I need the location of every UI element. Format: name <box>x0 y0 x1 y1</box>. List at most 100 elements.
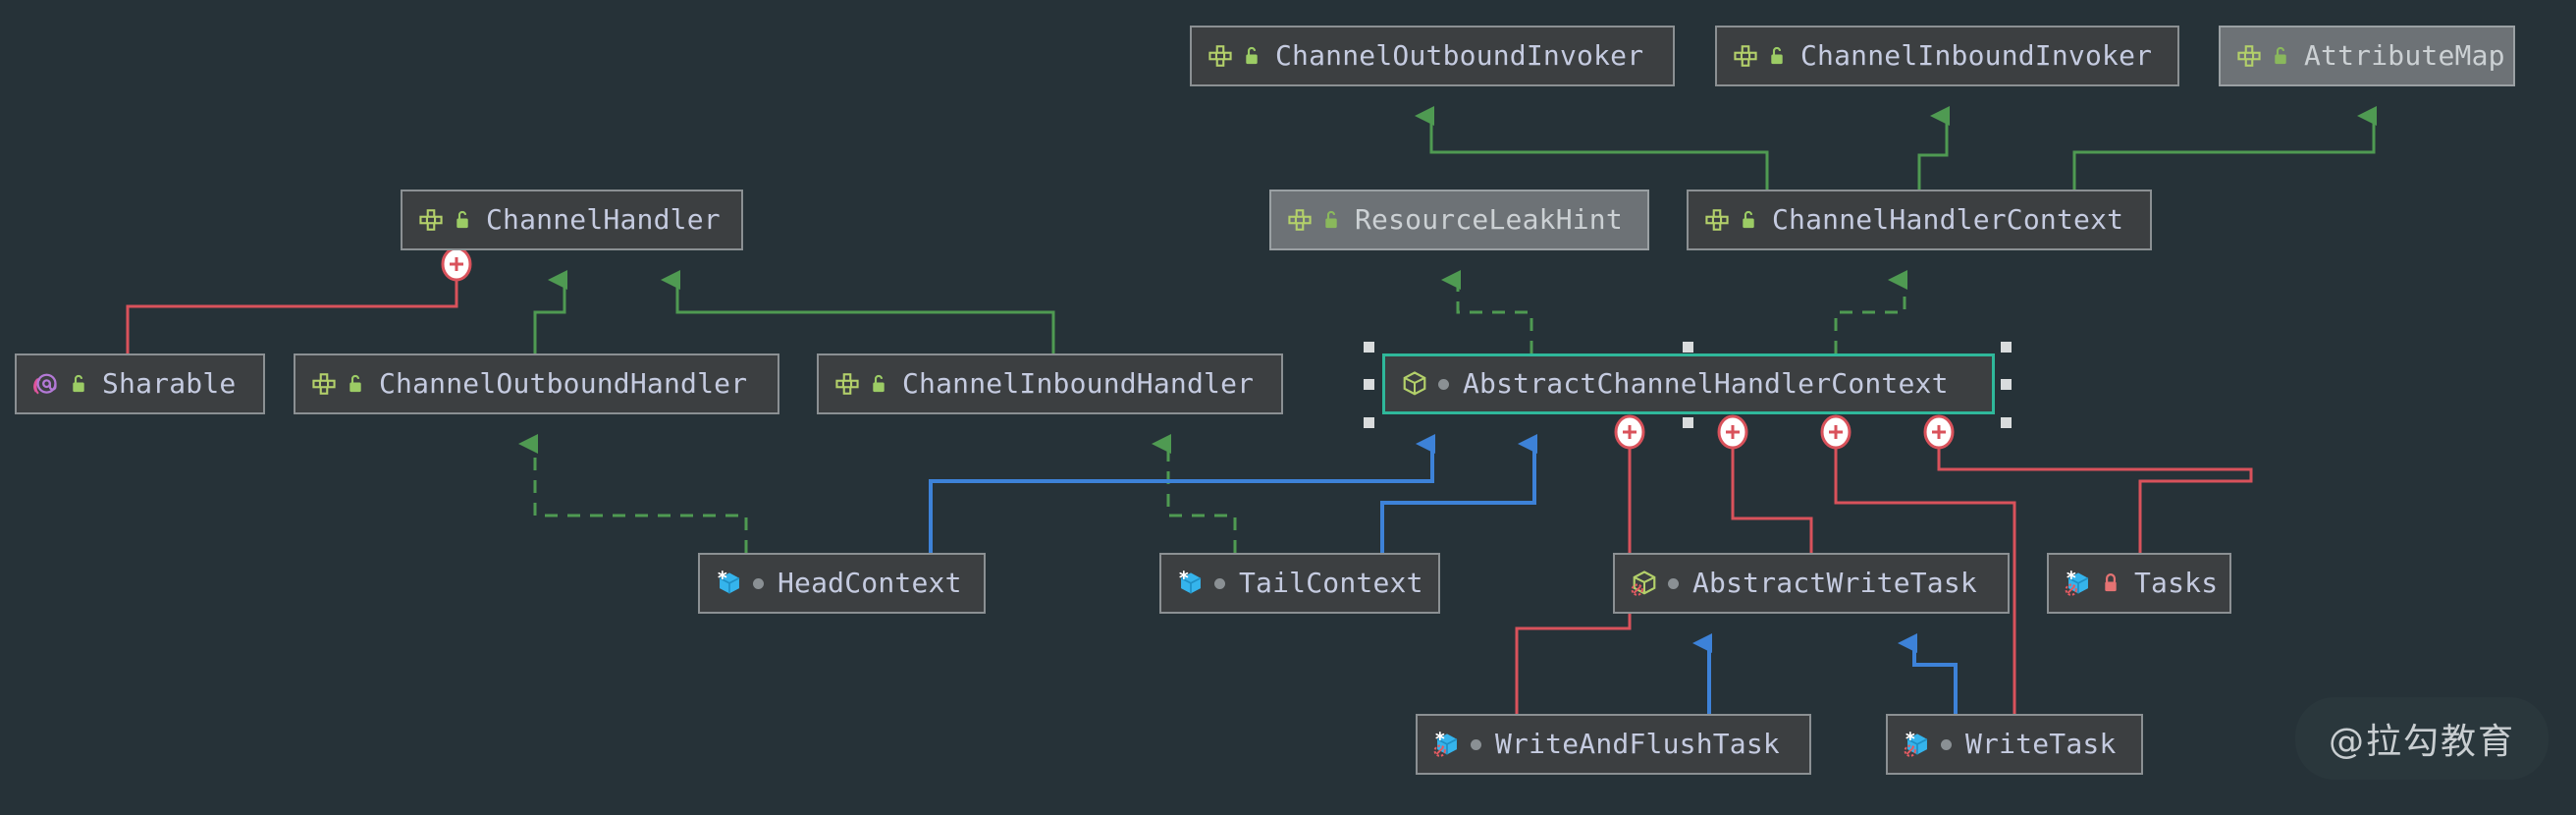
node-label: TailContext <box>1239 567 1423 599</box>
node-icons <box>311 371 365 397</box>
edge-headContext-to-abstractChannelHandlerContext <box>929 434 1435 553</box>
node-tail-context[interactable]: TailContext <box>1159 553 1440 614</box>
node-icons <box>716 570 764 597</box>
node-write-and-flush-task[interactable]: WriteAndFlushTask <box>1416 714 1811 775</box>
interface-icon <box>1704 207 1730 233</box>
visibility-dot-icon <box>1214 577 1225 589</box>
interface-icon <box>1733 43 1758 69</box>
edge-sharable-to-channelHandler <box>126 246 472 353</box>
node-icons <box>1177 570 1225 597</box>
node-abstract-channel-handler-context[interactable]: AbstractChannelHandlerContext <box>1382 353 1995 414</box>
node-channel-inbound-invoker[interactable]: ChannelInboundInvoker <box>1715 26 2179 86</box>
annotation-icon <box>32 370 60 398</box>
node-write-task[interactable]: WriteTask <box>1886 714 2143 775</box>
interface-icon <box>1287 207 1313 233</box>
node-icons <box>1401 370 1449 398</box>
final-class-icon <box>716 570 743 597</box>
selection-handle[interactable] <box>1364 342 1374 353</box>
selection-handle[interactable] <box>2001 417 2012 428</box>
node-label: ChannelInboundInvoker <box>1800 39 2153 72</box>
edge-tailContext-to-channelInboundHandler <box>1152 434 1237 553</box>
node-channel-outbound-handler[interactable]: ChannelOutboundHandler <box>294 353 779 414</box>
selection-handle[interactable] <box>1683 417 1693 428</box>
final-class-private-icon <box>1904 731 1931 758</box>
edge-channelHandlerContext-to-channelInboundInvoker <box>1917 106 1950 190</box>
lock-open-icon <box>1739 208 1758 232</box>
selection-handle[interactable] <box>1683 342 1693 353</box>
node-label: WriteAndFlushTask <box>1495 728 1780 760</box>
node-tasks[interactable]: Tasks <box>2047 553 2231 614</box>
abstract-class-private-icon <box>1631 570 1658 597</box>
node-channel-handler[interactable]: ChannelHandler <box>401 190 743 250</box>
node-attribute-map[interactable]: AttributeMap <box>2219 26 2515 86</box>
node-icons <box>32 370 88 398</box>
node-icons <box>1287 207 1341 233</box>
node-label: ResourceLeakHint <box>1355 203 1623 236</box>
node-icons <box>834 371 888 397</box>
edge-abstractChannelHandlerContext-to-resourceLeakHint <box>1441 270 1533 353</box>
visibility-dot-icon <box>1438 378 1449 390</box>
visibility-dot-icon <box>1471 738 1481 750</box>
node-icons <box>2065 570 2120 597</box>
final-class-icon <box>1177 570 1205 597</box>
node-label: HeadContext <box>778 567 962 599</box>
final-class-private-icon <box>1433 731 1461 758</box>
node-channel-inbound-handler[interactable]: ChannelInboundHandler <box>817 353 1283 414</box>
selection-handle[interactable] <box>2001 342 2012 353</box>
visibility-dot-icon <box>1941 738 1952 750</box>
final-class-private-icon <box>2065 570 2092 597</box>
node-label: ChannelOutboundHandler <box>379 367 748 400</box>
watermark: @拉勾教育 <box>2294 697 2549 780</box>
node-icons <box>418 207 472 233</box>
interface-icon <box>418 207 444 233</box>
lock-closed-icon <box>2101 571 2120 595</box>
node-icons <box>1704 207 1758 233</box>
lock-open-icon <box>69 372 88 396</box>
interface-icon <box>2236 43 2262 69</box>
node-label: ChannelHandler <box>486 203 721 236</box>
node-sharable[interactable]: Sharable <box>15 353 265 414</box>
interface-icon <box>834 371 860 397</box>
interface-icon <box>311 371 337 397</box>
edge-tasks-to-abstractChannelHandlerContext <box>1923 414 2253 553</box>
abstract-class-icon <box>1401 370 1428 398</box>
node-icons <box>1904 731 1952 758</box>
lock-open-icon <box>2271 44 2290 68</box>
node-label: ChannelInboundHandler <box>902 367 1255 400</box>
node-label: AttributeMap <box>2304 39 2505 72</box>
node-abstract-write-task[interactable]: AbstractWriteTask <box>1613 553 2010 614</box>
edge-abstractWriteTask-to-abstractChannelHandlerContext <box>1717 414 1813 553</box>
edge-channelInboundHandler-to-channelHandler <box>661 270 1055 353</box>
lock-open-icon <box>453 208 472 232</box>
node-label: AbstractChannelHandlerContext <box>1463 367 1949 400</box>
edge-writeTask-to-abstractWriteTask <box>1898 633 1958 714</box>
interface-icon <box>1208 43 1233 69</box>
node-label: ChannelHandlerContext <box>1772 203 2124 236</box>
lock-open-icon <box>1321 208 1341 232</box>
node-icons <box>1733 43 1787 69</box>
node-label: ChannelOutboundInvoker <box>1275 39 1644 72</box>
edge-headContext-to-channelOutboundHandler <box>518 434 748 553</box>
node-label: Sharable <box>102 367 237 400</box>
lock-open-icon <box>346 372 365 396</box>
node-label: AbstractWriteTask <box>1692 567 1977 599</box>
node-icons <box>1208 43 1261 69</box>
node-channel-outbound-invoker[interactable]: ChannelOutboundInvoker <box>1190 26 1675 86</box>
node-label: Tasks <box>2134 567 2219 599</box>
lock-open-icon <box>869 372 888 396</box>
selection-handle[interactable] <box>1364 417 1374 428</box>
node-icons <box>1433 731 1481 758</box>
node-head-context[interactable]: HeadContext <box>698 553 986 614</box>
selection-handle[interactable] <box>1364 379 1374 390</box>
edge-channelHandlerContext-to-attributeMap <box>2072 106 2377 190</box>
node-resource-leak-hint[interactable]: ResourceLeakHint <box>1269 190 1649 250</box>
visibility-dot-icon <box>1668 577 1679 589</box>
lock-open-icon <box>1242 44 1261 68</box>
selection-handle[interactable] <box>2001 379 2012 390</box>
edge-tailContext-to-abstractChannelHandlerContext <box>1380 434 1537 553</box>
node-label: WriteTask <box>1965 728 2117 760</box>
visibility-dot-icon <box>753 577 764 589</box>
edge-channelOutboundHandler-to-channelHandler <box>533 270 567 353</box>
node-channel-handler-context[interactable]: ChannelHandlerContext <box>1687 190 2152 250</box>
